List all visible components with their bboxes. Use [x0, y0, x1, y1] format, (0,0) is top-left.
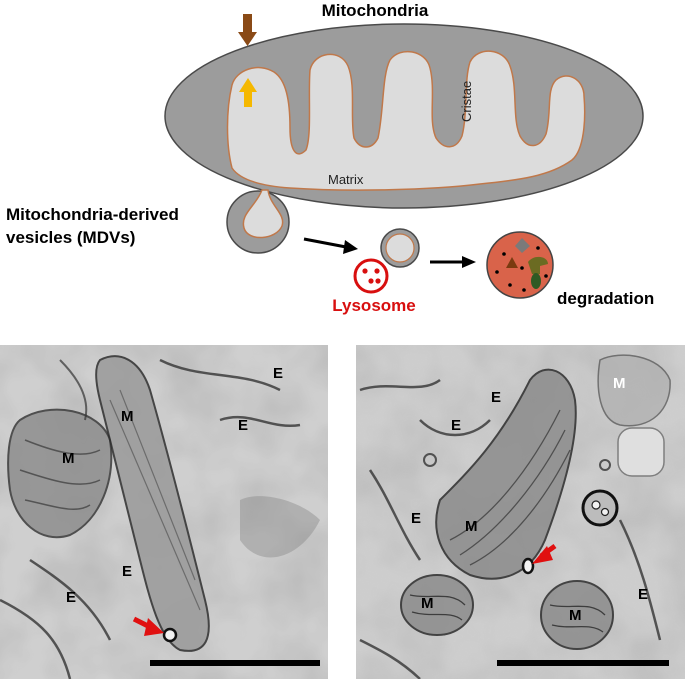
right-label-m3: M [421, 595, 434, 612]
left-mdv-pointer-icon [132, 616, 164, 636]
right-label-e1: E [491, 389, 501, 406]
cristae-label: Cristae [459, 81, 474, 122]
right-label-e4: E [638, 586, 648, 603]
inner-membrane-arrow-icon [239, 78, 257, 107]
free-mdv [380, 228, 420, 268]
right-label-e2: E [451, 417, 461, 434]
micrograph-right: M M M M E E E E [356, 345, 685, 679]
degradation-label: degradation [557, 289, 654, 308]
left-label-e2: E [238, 417, 248, 434]
left-scale-bar [150, 660, 320, 666]
right-label-m4: M [569, 607, 582, 624]
right-mdv-pointer-icon [532, 543, 557, 564]
lysosome-label: Lysosome [332, 296, 415, 315]
arrow-to-degradation-icon [430, 256, 476, 268]
mitochondrion-schematic: Mitochondria Cristae Matrix Mitochondria… [6, 1, 654, 315]
left-label-e4: E [66, 589, 76, 606]
left-label-m1: M [121, 408, 134, 425]
left-label-e3: E [122, 563, 132, 580]
left-label-m2: M [62, 450, 75, 467]
degradation-body [486, 231, 554, 299]
right-scale-bar [497, 660, 669, 666]
right-label-m1: M [613, 375, 626, 392]
right-label-e3: E [411, 510, 421, 527]
right-label-m2: M [465, 518, 478, 535]
arrow-to-vesicle-icon [303, 237, 358, 254]
mitochondria-title: Mitochondria [322, 1, 429, 20]
lysosome [353, 258, 389, 294]
outer-membrane-arrow-icon [238, 14, 257, 46]
budding-mdv [226, 189, 290, 254]
mdv-label-line1: Mitochondria-derived [6, 205, 179, 224]
inner-membrane-cristae [226, 50, 586, 191]
matrix-label: Matrix [328, 172, 364, 187]
micrograph-left: M M E E E E [0, 345, 328, 679]
mdv-label-line2: vesicles (MDVs) [6, 228, 135, 247]
left-label-e1: E [273, 365, 283, 382]
